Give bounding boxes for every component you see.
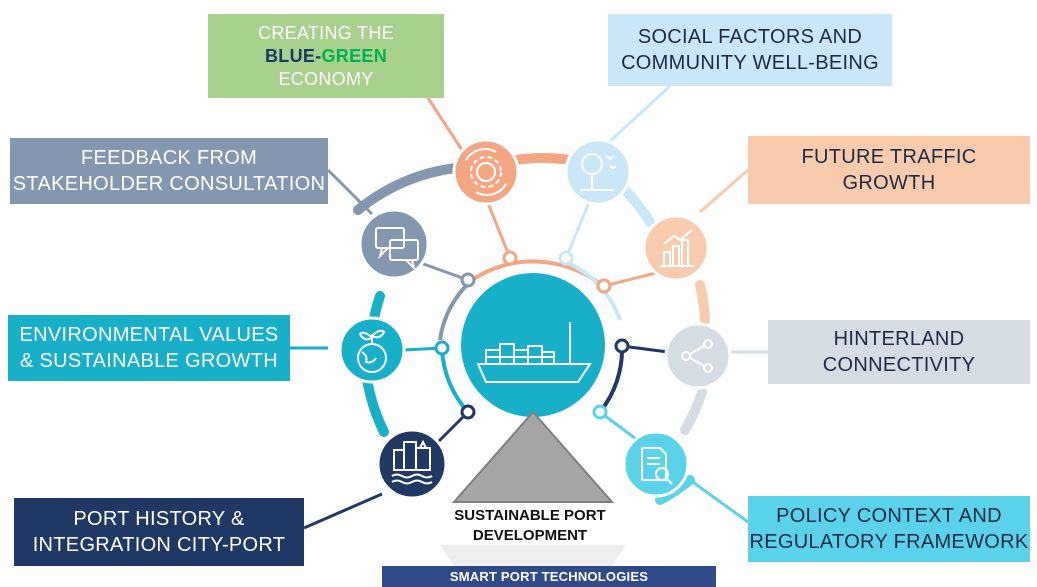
cargo-ship-icon xyxy=(476,322,592,383)
spoke-city xyxy=(434,410,470,446)
box-future-traffic: FUTURE TRAFFIC GROWTH xyxy=(748,136,1030,204)
connector-blue-green xyxy=(426,97,464,151)
growth-chart-icon xyxy=(660,229,694,267)
label-line: ENVIRONMENTAL VALUES xyxy=(19,324,279,346)
connector-traffic xyxy=(699,168,749,214)
box-port-history: PORT HISTORY & INTEGRATION CITY-PORT xyxy=(14,498,304,566)
center-title: SUSTAINABLE PORT DEVELOPMENT xyxy=(430,506,630,546)
ring-arc-peach-right xyxy=(695,280,710,325)
center-triangle xyxy=(451,410,615,503)
icon-share xyxy=(664,322,732,390)
label-blue: BLUE- xyxy=(264,45,322,66)
spokes xyxy=(403,197,669,446)
box-blue-green-economy: CREATING THE BLUE-GREEN ECONOMY xyxy=(208,14,444,98)
box-policy-context: POLICY CONTEXT AND REGULATORY FRAMEWORK xyxy=(748,496,1030,562)
label-line: INTEGRATION CITY-PORT xyxy=(32,534,286,556)
ring-arc-peach-top xyxy=(511,153,575,165)
spoke-chart xyxy=(603,270,661,288)
label-line: CONNECTIVITY xyxy=(822,354,976,376)
icon-tree xyxy=(564,138,632,206)
label-blue-green: BLUE-GREEN xyxy=(265,45,387,68)
document-search-icon xyxy=(641,447,673,485)
label-line: CREATING THE xyxy=(258,22,394,43)
node-slate xyxy=(460,272,476,288)
label-line: SOCIAL FACTORS AND xyxy=(637,26,863,48)
node-navy xyxy=(460,404,476,420)
chat-bubbles-icon xyxy=(375,227,419,272)
city-waves-icon xyxy=(391,439,433,485)
ring-arc-gray xyxy=(680,387,707,435)
box-stakeholder-feedback: FEEDBACK FROM STAKEHOLDER CONSULTATION xyxy=(10,138,328,204)
center-title-line: SUSTAINABLE PORT xyxy=(454,507,606,524)
tree-birds-icon xyxy=(580,153,617,191)
label-green: GREEN xyxy=(321,45,387,66)
node-navy-right xyxy=(614,338,630,354)
spoke-doc xyxy=(599,410,641,444)
label-line: FUTURE TRAFFIC xyxy=(801,146,977,168)
label-line: GROWTH xyxy=(842,172,936,194)
label-line: FEEDBACK FROM xyxy=(80,147,258,169)
connector-feedback xyxy=(326,168,374,216)
spoke-chat xyxy=(417,260,469,282)
spoke-gear xyxy=(484,197,512,259)
spoke-tree xyxy=(564,199,592,259)
center-hub xyxy=(461,273,605,417)
connector-history xyxy=(303,492,383,530)
spoke-share xyxy=(621,344,669,354)
label-line: ECONOMY xyxy=(278,68,374,89)
icon-doc xyxy=(622,430,690,498)
label-line: HINTERLAND xyxy=(833,328,965,350)
icon-chart xyxy=(642,214,710,282)
icon-city xyxy=(376,428,448,500)
label-line: POLICY CONTEXT AND xyxy=(776,505,1002,527)
connectors xyxy=(290,84,768,530)
connector-policy xyxy=(689,478,749,524)
box-environmental-values: ENVIRONMENTAL VALUES & SUSTAINABLE GROWT… xyxy=(8,315,290,381)
node-teal xyxy=(434,340,450,356)
node-peach xyxy=(502,250,518,266)
label-line: PORT HISTORY & xyxy=(73,508,245,530)
globe-plant-icon xyxy=(357,329,387,373)
label-line: COMMUNITY WELL-BEING xyxy=(621,52,879,74)
triangle-shadow xyxy=(440,545,626,566)
label-line: REGULATORY FRAMEWORK xyxy=(749,531,1029,553)
center-title-line: DEVELOPMENT xyxy=(472,527,588,544)
label-line: & SUSTAINABLE GROWTH xyxy=(20,350,278,372)
icon-chat xyxy=(358,208,430,280)
node-lightblue xyxy=(558,250,574,266)
node-peach-right xyxy=(596,278,612,294)
label-line: STAKEHOLDER CONSULTATION xyxy=(12,173,326,195)
ring-arc-slate xyxy=(353,163,461,215)
box-hinterland-connectivity: HINTERLAND CONNECTIVITY xyxy=(768,320,1030,384)
icon-gear xyxy=(452,138,520,206)
icon-globe xyxy=(338,316,406,384)
node-cyan xyxy=(592,404,608,420)
inner-nodes xyxy=(434,250,630,420)
connector-social xyxy=(604,84,672,147)
share-network-icon xyxy=(681,339,713,373)
box-social-factors: SOCIAL FACTORS AND COMMUNITY WELL-BEING xyxy=(608,14,892,86)
smart-port-technologies-bar: SMART PORT TECHNOLOGIES xyxy=(382,566,716,587)
gear-cycle-icon xyxy=(465,148,507,196)
ring-arc-lightblue xyxy=(620,185,655,227)
